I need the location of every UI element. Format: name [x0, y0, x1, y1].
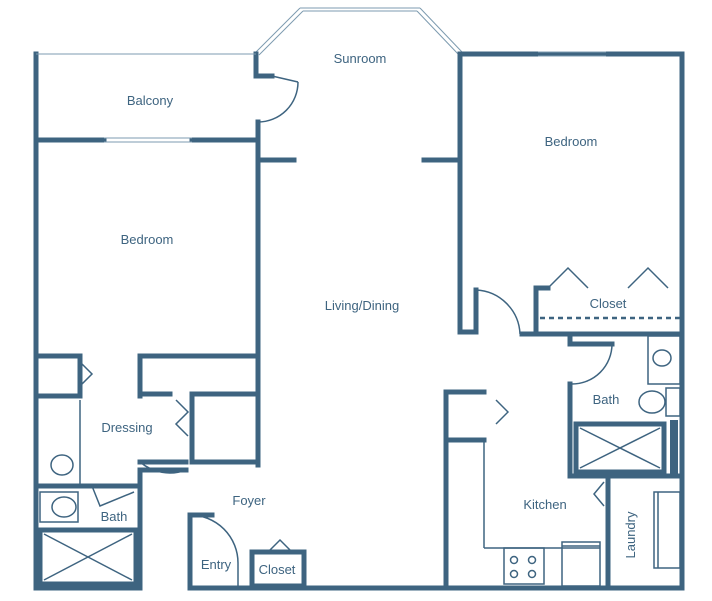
label-laundry: Laundry [623, 511, 638, 558]
room-labels: Sunroom Balcony Bedroom Bedroom Living/D… [101, 51, 638, 577]
laundry [593, 477, 681, 591]
label-entry: Entry [201, 557, 232, 572]
balcony-walls [33, 53, 299, 143]
right-bedroom-walls [457, 51, 685, 337]
label-sunroom: Sunroom [334, 51, 387, 66]
label-closet-entry: Closet [259, 562, 296, 577]
left-bedroom-walls [33, 137, 261, 474]
label-foyer: Foyer [232, 493, 266, 508]
left-bath [33, 400, 139, 587]
label-bedroom-right: Bedroom [545, 134, 598, 149]
label-dressing: Dressing [101, 420, 152, 435]
entry-area [187, 512, 307, 589]
sunroom-bay [253, 7, 463, 163]
label-balcony: Balcony [127, 93, 174, 108]
label-living-dining: Living/Dining [325, 298, 399, 313]
label-bath-left: Bath [101, 509, 128, 524]
kitchen [443, 389, 601, 591]
label-bath-right: Bath [593, 392, 620, 407]
right-bath [567, 331, 685, 479]
label-bedroom-left: Bedroom [121, 232, 174, 247]
label-kitchen: Kitchen [523, 497, 566, 512]
label-closet-right: Closet [590, 296, 627, 311]
